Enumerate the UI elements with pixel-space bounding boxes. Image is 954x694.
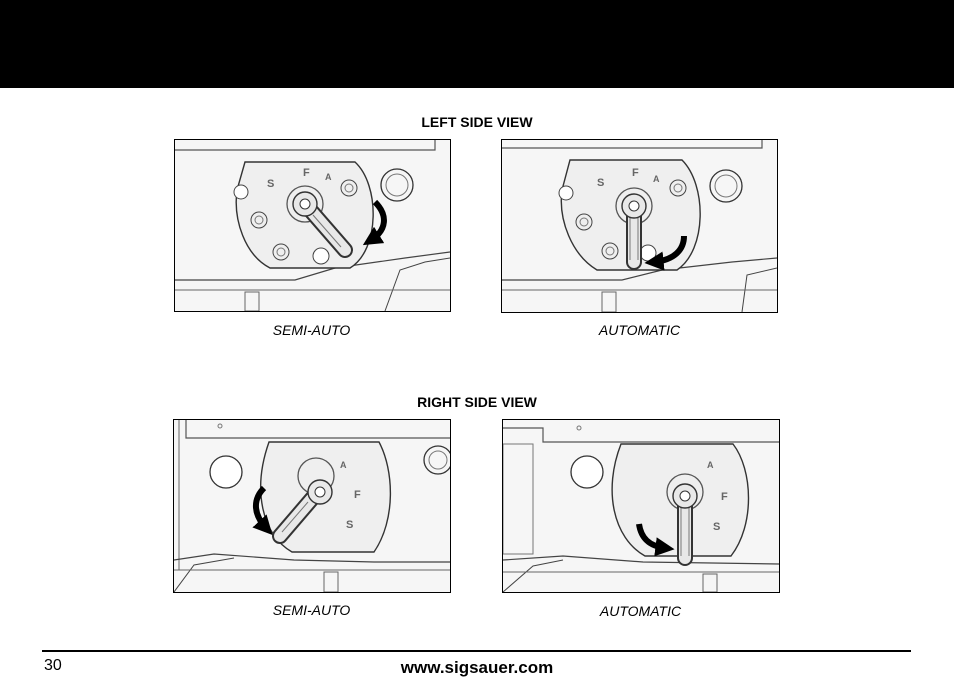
right-automatic-illustration: A F S (502, 419, 780, 593)
page-number: 30 (44, 657, 62, 674)
selector-mark-f: F (721, 491, 728, 503)
footer-rule (42, 650, 911, 652)
caption-right-semi-auto: SEMI-AUTO (272, 602, 351, 618)
left-semi-auto-illustration: S F A (174, 139, 451, 312)
footer-url-link[interactable]: www.sigsauer.com (400, 658, 554, 677)
caption-left-semi-auto: SEMI-AUTO (272, 322, 351, 338)
selector-mark-s: S (346, 519, 353, 531)
rotate-arrow-icon (644, 235, 687, 271)
selector-mark-f: F (303, 167, 310, 179)
selector-mark-f: F (632, 167, 639, 179)
left-automatic-illustration: S F A (501, 139, 778, 313)
right-side-view-title: RIGHT SIDE VIEW (417, 394, 537, 410)
header-bar (0, 0, 954, 88)
caption-left-automatic: AUTOMATIC (598, 322, 681, 338)
selector-mark-a: A (340, 460, 347, 470)
selector-mark-s: S (713, 521, 720, 533)
rotate-arrow-icon (362, 199, 387, 246)
rotate-arrow-icon (636, 523, 675, 557)
selector-mark-a: A (653, 174, 660, 184)
selector-mark-a: A (325, 172, 332, 182)
selector-mark-s: S (597, 177, 604, 189)
selector-mark-s: S (267, 178, 274, 190)
left-side-view-title: LEFT SIDE VIEW (421, 114, 533, 130)
caption-right-automatic: AUTOMATIC (599, 603, 682, 619)
selector-mark-f: F (354, 489, 361, 501)
right-semi-auto-illustration: A F S (173, 419, 451, 593)
rotate-arrow-icon (252, 485, 273, 536)
selector-mark-a: A (707, 460, 714, 470)
